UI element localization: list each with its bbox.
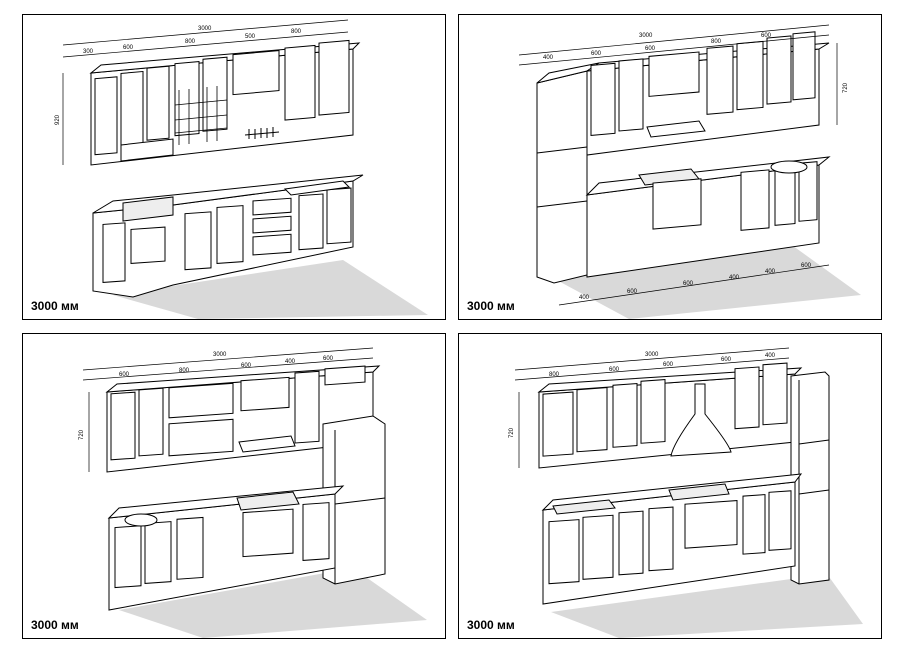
- caption: 3000 мм: [31, 618, 79, 632]
- kitchen-drawing-4: 3000 800 600 600 600 400 720: [509, 347, 863, 638]
- dim-top-4: 600: [721, 357, 732, 363]
- dim-height: 920: [55, 114, 61, 125]
- dim-top-4: 800: [711, 39, 722, 45]
- dim-top-4: 500: [245, 34, 256, 40]
- kitchen-layout-1: 3000 300 600 800 500 800 920 3000 мм: [22, 14, 446, 320]
- dim-total: 3000: [645, 352, 659, 358]
- caption: 3000 мм: [467, 299, 515, 313]
- dim-total: 3000: [198, 26, 212, 32]
- dim-top-1: 300: [83, 49, 94, 55]
- dim-top-5: 600: [323, 356, 334, 362]
- dim-height: 720: [509, 427, 515, 438]
- dim-top-1: 400: [543, 55, 554, 61]
- tall-cabinet: [790, 371, 830, 585]
- dimension-lines: [82, 347, 374, 472]
- dim-top-3: 600: [645, 46, 656, 52]
- dim-top-2: 600: [591, 51, 602, 57]
- kitchen-drawing-3: 3000 600 800 600 400 600 720: [79, 347, 427, 638]
- dim-total: 3000: [639, 33, 653, 39]
- base-cabinets: [107, 485, 345, 611]
- base-cabinets: [541, 473, 803, 605]
- dim-top-2: 600: [123, 45, 134, 51]
- base-cabinets: [92, 174, 364, 298]
- glass-grid: [174, 86, 228, 145]
- dim-bottom-5: 400: [765, 269, 776, 275]
- dim-bottom-3: 600: [683, 281, 694, 287]
- dim-top-3: 600: [663, 362, 674, 368]
- floor-shadow: [551, 243, 861, 319]
- kitchen-layout-4: 3000 800 600 600 600 400 720 3000 мм: [458, 333, 882, 639]
- range-hood: [670, 383, 732, 457]
- upper-cabinets: [105, 365, 381, 473]
- kitchen-drawing-2: 3000 400 600 600 800 600 720 400 600 600…: [518, 24, 861, 319]
- dim-height: 720: [843, 82, 849, 93]
- dimension-lines: [62, 19, 349, 165]
- dim-top-2: 600: [609, 367, 620, 373]
- dim-top-5: 400: [765, 353, 776, 359]
- kitchen-drawing-1: 3000 300 600 800 500 800 920: [55, 19, 428, 319]
- kitchen-layout-3: 3000 600 800 600 400 600 720 3000 мм: [22, 333, 446, 639]
- dim-bottom-1: 400: [579, 295, 590, 301]
- dim-height: 720: [79, 429, 85, 440]
- dim-bottom-2: 600: [627, 289, 638, 295]
- dim-top-1: 800: [549, 372, 560, 378]
- dimension-lines: [514, 347, 790, 468]
- dim-bottom-6: 600: [801, 263, 812, 269]
- caption: 3000 мм: [467, 618, 515, 632]
- floor-shadow: [551, 574, 863, 638]
- floor-shadow: [119, 568, 427, 638]
- dim-top-2: 800: [179, 368, 190, 374]
- upper-cabinets: [537, 362, 803, 469]
- tall-cabinet: [536, 62, 600, 284]
- dim-top-1: 600: [119, 372, 130, 378]
- dim-top-5: 600: [761, 33, 772, 39]
- dim-total: 3000: [213, 352, 227, 358]
- dim-top-3: 600: [241, 363, 252, 369]
- dim-top-3: 800: [185, 39, 196, 45]
- caption: 3000 мм: [31, 299, 79, 313]
- dimension-lines: [518, 24, 838, 306]
- kitchen-layout-2: 3000 400 600 600 800 600 720 400 600 600…: [458, 14, 882, 320]
- dim-bottom-4: 400: [729, 275, 740, 281]
- upper-cabinets: [586, 31, 830, 156]
- dish-rack: [244, 127, 280, 139]
- floor-shadow: [113, 260, 428, 319]
- dim-top-5: 800: [291, 29, 302, 35]
- base-cabinets: [585, 156, 831, 278]
- upper-cabinets: [89, 39, 361, 166]
- dim-top-4: 400: [285, 359, 296, 365]
